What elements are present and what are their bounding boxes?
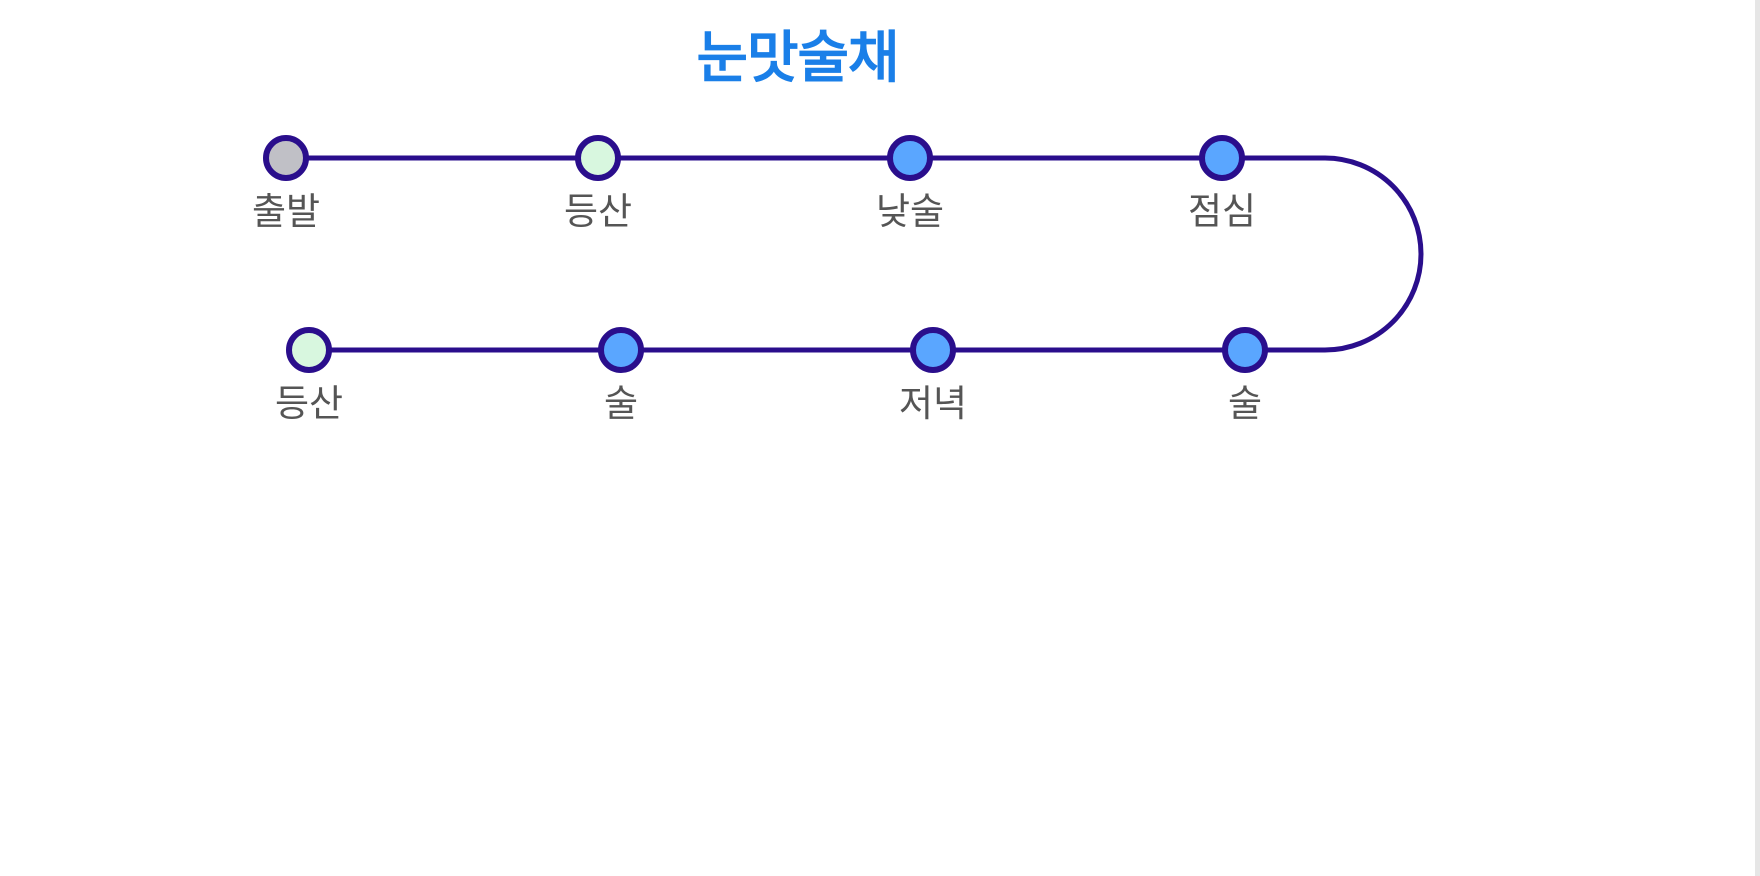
station-node	[910, 327, 956, 373]
station-node	[575, 135, 621, 181]
station-label: 등산	[275, 382, 343, 425]
diagram-title: 눈맛술채	[696, 26, 899, 91]
station-node	[1199, 135, 1245, 181]
route-track	[286, 155, 1424, 353]
station-node	[887, 135, 933, 181]
station-label: 출발	[252, 190, 320, 233]
station-label: 술	[1228, 382, 1262, 425]
station-label: 점심	[1188, 190, 1256, 233]
station-label: 술	[604, 382, 638, 425]
station-node	[598, 327, 644, 373]
station-label: 저녁	[899, 382, 967, 425]
station-node	[263, 135, 309, 181]
station-node	[286, 327, 332, 373]
station-label: 낮술	[876, 190, 944, 233]
station-node	[1222, 327, 1268, 373]
station-label: 등산	[564, 190, 632, 233]
page-edge	[1755, 0, 1760, 876]
